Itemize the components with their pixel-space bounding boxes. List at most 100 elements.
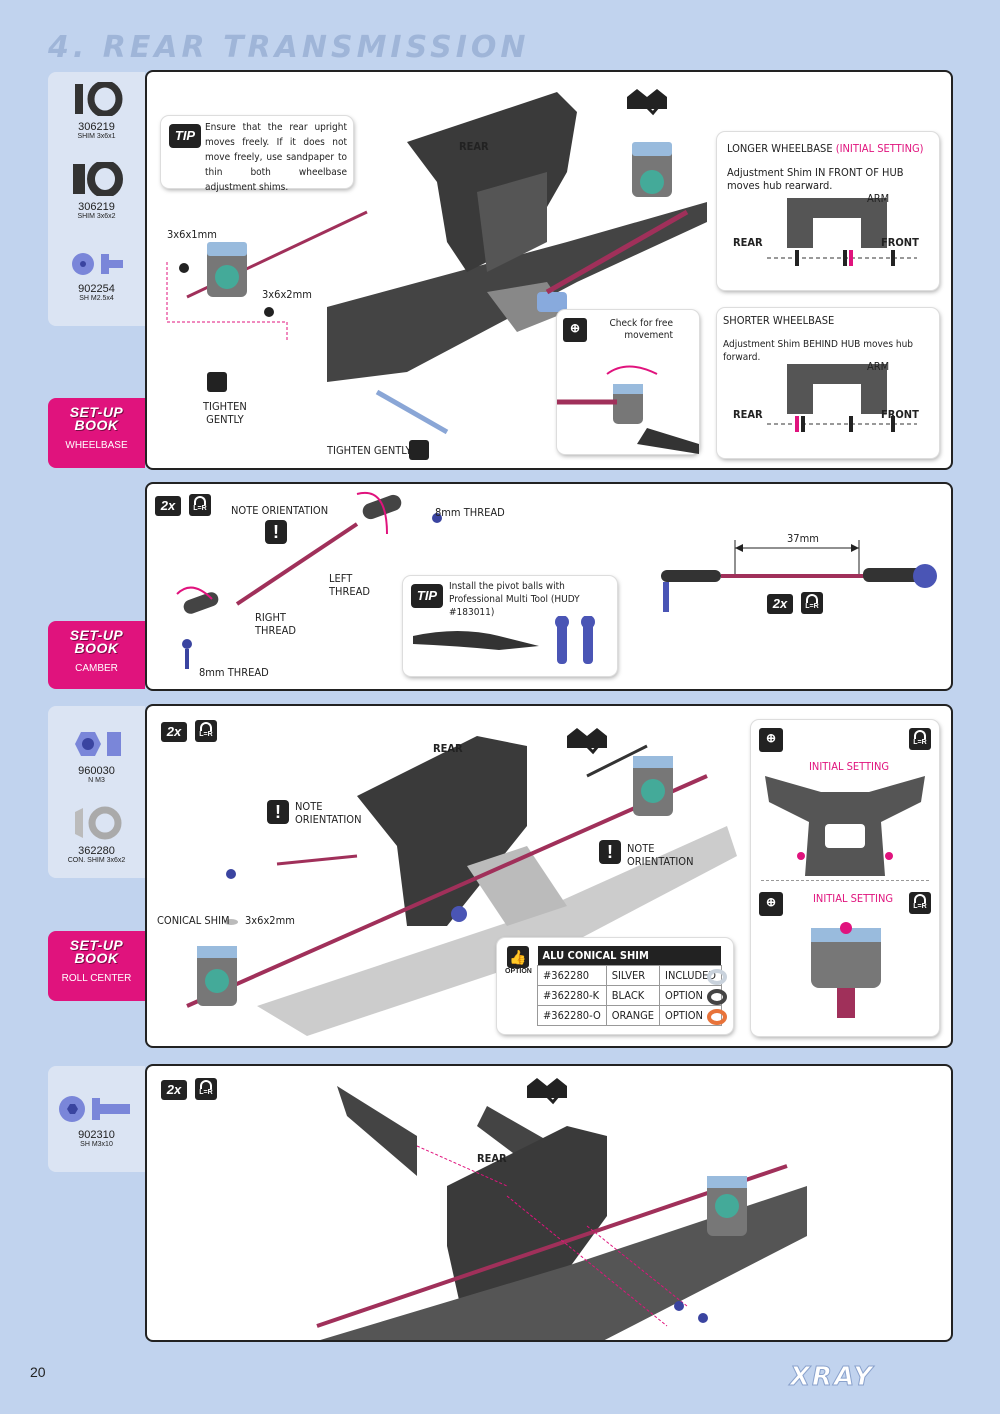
shock-mount-illustration <box>316 1078 807 1340</box>
step-panel-3: 2x L=R REAR ! NOTE ORIENTATION ! NOTE OR… <box>145 704 953 1048</box>
shim-label: 3x6x2mm <box>245 914 295 927</box>
part-code: 902254 <box>78 283 115 295</box>
shim-label-1: 3x6x1mm <box>167 228 217 241</box>
upright-left <box>207 242 247 297</box>
dimension-label: 37mm <box>787 532 819 545</box>
part-desc: SH M3x10 <box>80 1141 113 1148</box>
setup-title: BOOK <box>74 640 119 656</box>
tip-text: Install the pivot balls with Professiona… <box>449 581 580 618</box>
part-306219-b: 306219 SHIM 3x6x2 <box>48 160 145 220</box>
upright-right <box>633 756 673 816</box>
arm-diagram <box>767 198 917 266</box>
tighten-gently-label: TIGHTEN GENTLY <box>203 400 247 426</box>
longer-wheelbase-box: LONGER WHEELBASE (INITIAL SETTING) Adjus… <box>717 132 939 290</box>
rear-chassis-illustration <box>166 89 707 460</box>
front-label: FRONT <box>881 408 919 421</box>
table-header: ALU CONICAL SHIM <box>537 946 722 966</box>
thread-label: 8mm THREAD <box>199 666 269 679</box>
setup-book-roll-center: SET-UP BOOK ROLL CENTER <box>48 931 145 1001</box>
part-362280: 362280 CON. SHIM 3x6x2 <box>48 806 145 864</box>
upright-left <box>197 946 237 1006</box>
multi-tool-illustration <box>413 616 595 664</box>
initial-setting-label: INITIAL SETTING <box>813 892 894 905</box>
part-code: 960030 <box>78 765 115 777</box>
shim-icon <box>74 80 122 118</box>
shorter-wheelbase-box: SHORTER WHEELBASE Adjustment Shim BEHIND… <box>717 308 939 458</box>
left-right-icon: L=R <box>909 728 931 750</box>
part-desc: SH M2.5x4 <box>79 295 114 302</box>
part-desc: SHIM 3x6x2 <box>77 213 116 220</box>
screw-icon <box>58 1096 130 1122</box>
conical-shim-icon <box>74 806 121 840</box>
setup-title: SET-UP <box>69 404 124 420</box>
quantity-badge: 2x <box>161 722 187 742</box>
shim-label-2: 3x6x2mm <box>262 288 312 301</box>
setup-label: WHEELBASE <box>65 440 128 451</box>
detail-icon: ⊕ <box>563 318 587 342</box>
rear-label: REAR <box>459 140 489 153</box>
shorter-wheelbase-desc: Adjustment Shim BEHIND HUB moves hub for… <box>723 339 913 363</box>
part-code: 306219 <box>78 121 115 133</box>
divider <box>761 880 929 881</box>
warning-icon: ! <box>267 800 289 824</box>
part-desc: SHIM 3x6x1 <box>77 133 116 140</box>
setup-title: BOOK <box>74 950 119 966</box>
part-306219-a: 306219 SHIM 3x6x1 <box>48 80 145 140</box>
setup-label: ROLL CENTER <box>61 973 132 984</box>
part-desc: CON. SHIM 3x6x2 <box>67 857 126 864</box>
left-right-icon: L=R <box>189 494 211 516</box>
arm-label: ARM <box>867 192 890 205</box>
warning-icon: ! <box>599 840 621 864</box>
check-label: Check for free movement <box>609 318 673 341</box>
link-dimension-illustration <box>661 540 937 612</box>
conical-shim-label: CONICAL SHIM <box>157 914 230 927</box>
warning-icon: ! <box>265 520 287 544</box>
thumbs-up-icon: 👍 OPTION <box>505 946 532 986</box>
shorter-wheelbase-title: SHORTER WHEELBASE <box>723 314 835 327</box>
shim-swatches <box>707 969 727 1025</box>
tip-badge: TIP <box>169 124 201 148</box>
part-code: 362280 <box>78 845 115 857</box>
screw-icon <box>71 253 123 275</box>
note-orientation-label: NOTE ORIENTATION <box>627 842 694 868</box>
quantity-badge: 2x <box>155 496 181 516</box>
part-902310: 902310 SH M3x10 <box>48 1094 145 1148</box>
left-right-icon: L=R <box>909 892 931 914</box>
tip-box: TIP Ensure that the rear upright moves f… <box>161 116 353 193</box>
initial-setting-label: INITIAL SETTING <box>809 760 890 773</box>
page-number: 20 <box>30 1364 46 1380</box>
page-title: 4. REAR TRANSMISSION <box>48 30 530 65</box>
part-code: 306219 <box>78 201 115 213</box>
left-right-icon: L=R <box>801 592 823 614</box>
tip-badge: TIP <box>411 584 443 608</box>
setup-book-wheelbase: SET-UP BOOK WHEELBASE <box>48 398 145 468</box>
step-panel-4: 2x L=R REAR <box>145 1064 953 1342</box>
left-thread-label: LEFT THREAD <box>329 572 371 598</box>
parts-sidebar-3 <box>48 706 145 878</box>
rear-label: REAR <box>733 236 763 249</box>
setup-title: SET-UP <box>69 937 124 953</box>
brand-logo: XRAY <box>789 1362 875 1393</box>
setup-label: CAMBER <box>75 663 118 674</box>
thread-label: 8mm THREAD <box>435 506 505 519</box>
note-orientation-label: NOTE ORIENTATION <box>295 800 362 826</box>
setup-title: BOOK <box>74 417 119 433</box>
upright-right <box>707 1176 747 1236</box>
step-panel-1: TIP Ensure that the rear upright moves f… <box>145 70 953 470</box>
detail-icon: ⊕ <box>759 728 783 752</box>
setup-title: SET-UP <box>69 627 124 643</box>
tip-box: TIP Install the pivot balls with Profess… <box>403 576 617 676</box>
detail-icon: ⊕ <box>759 892 783 916</box>
rear-label: REAR <box>733 408 763 421</box>
tip-text: Ensure that the rear upright moves freel… <box>205 122 347 193</box>
note-orientation-label: NOTE ORIENTATION <box>231 504 329 517</box>
part-902254: 902254 SH M2.5x4 <box>48 250 145 302</box>
front-label: FRONT <box>881 236 919 249</box>
part-code: 902310 <box>78 1129 115 1141</box>
nut-icon <box>74 732 121 756</box>
detail-illustration <box>557 365 699 454</box>
longer-wheelbase-desc: Adjustment Shim IN FRONT OF HUB moves hu… <box>727 166 904 192</box>
